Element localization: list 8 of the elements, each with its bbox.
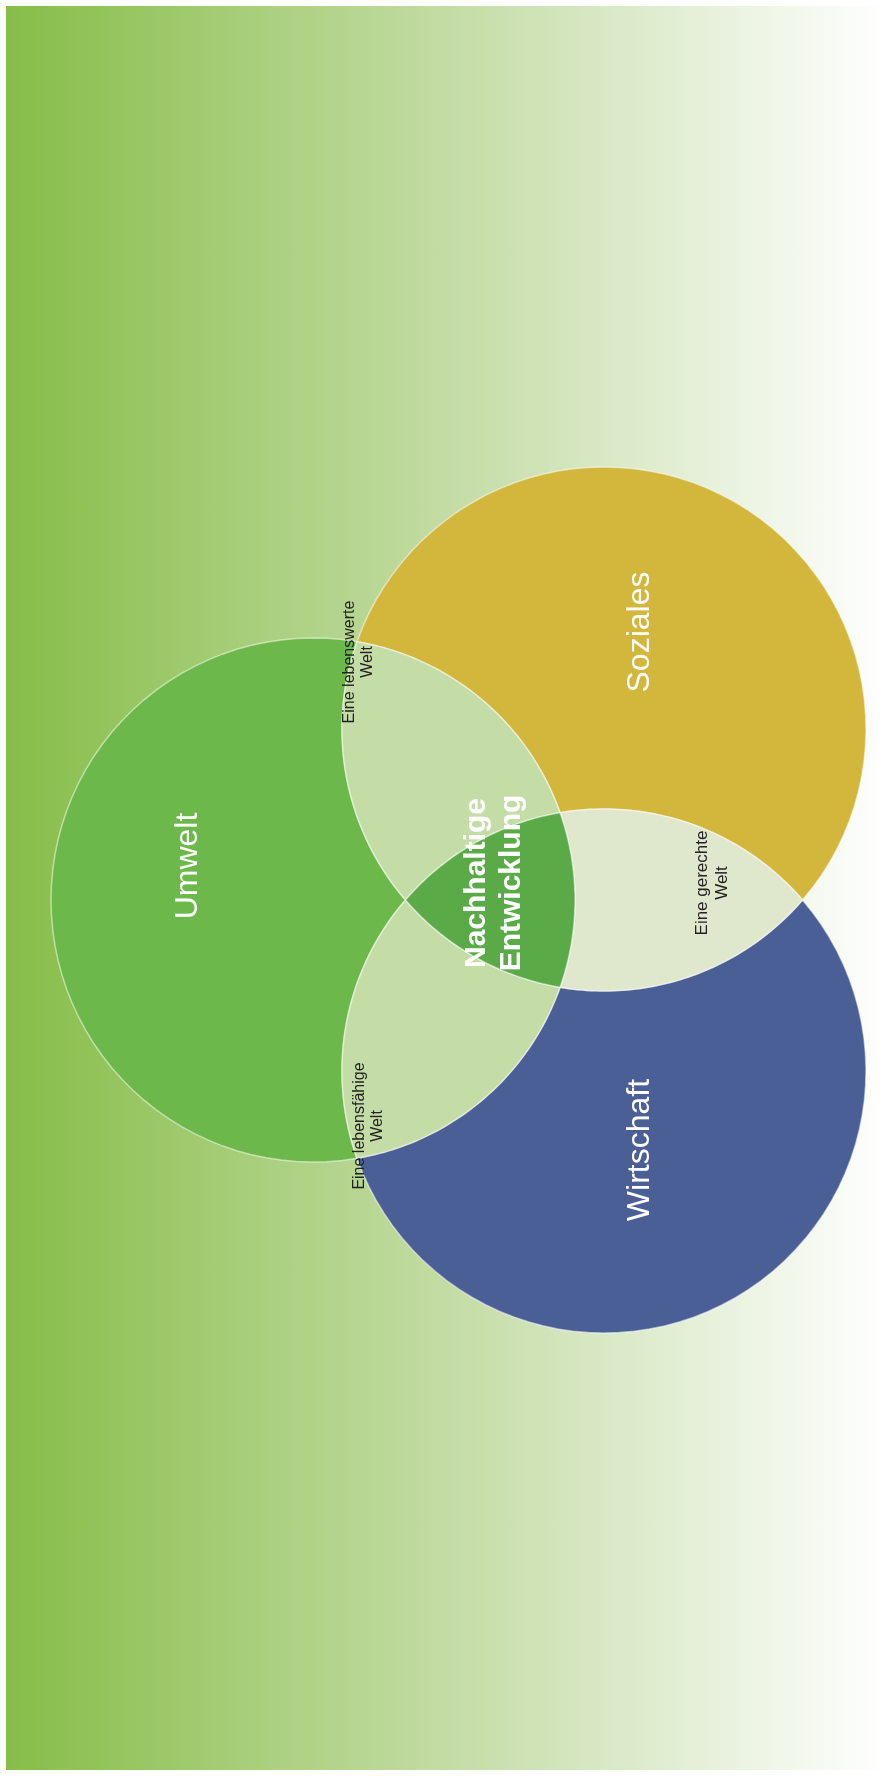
region-label: Eine lebensfähige Welt: [349, 1061, 386, 1191]
region-label: Eine lebenswerte Welt: [339, 599, 376, 726]
region-label: Eine gerechte Welt: [692, 829, 732, 938]
region-label: Nachhaltige Entwicklung: [457, 793, 527, 974]
overlap-region: [559, 808, 804, 992]
region-label: Soziales: [619, 570, 657, 695]
region-label: Umwelt: [167, 811, 205, 922]
region-label: Wirtschaft: [619, 1077, 657, 1224]
